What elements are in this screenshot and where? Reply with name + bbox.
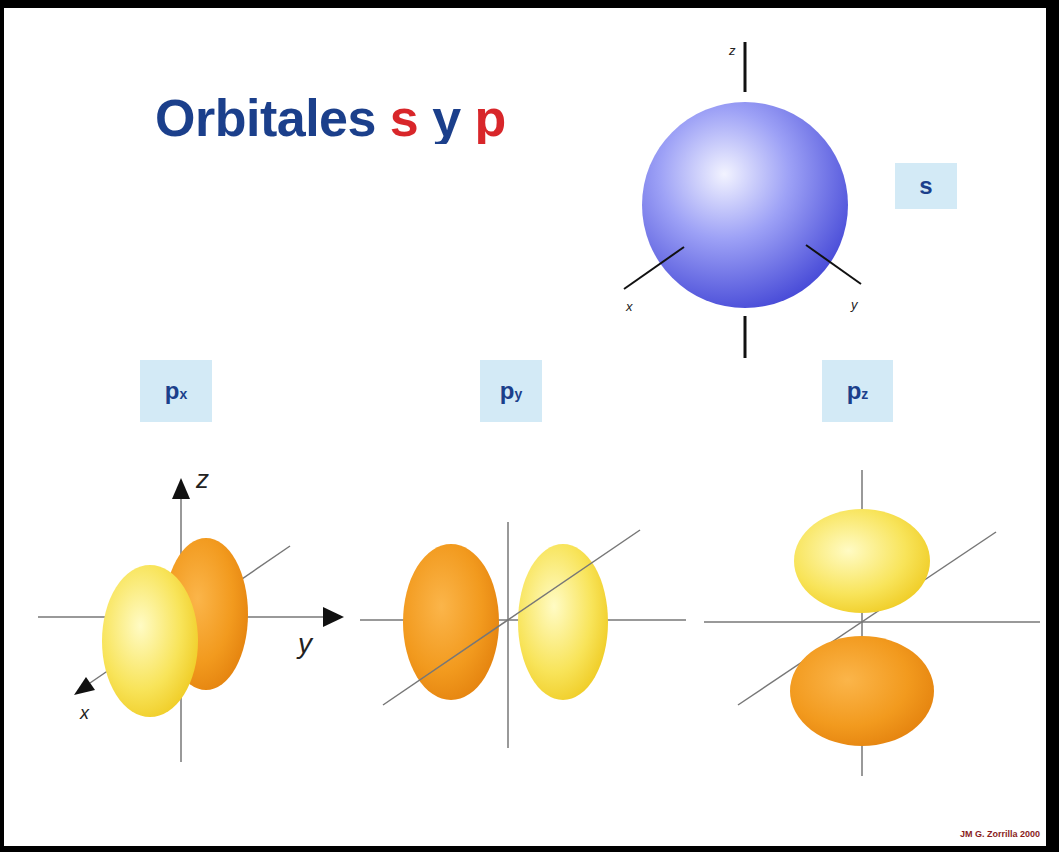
axis-label: x [80,704,89,722]
axis-line [806,245,861,284]
orbital-name: py [500,379,522,403]
axis-line [507,522,509,748]
axis-line [383,530,640,705]
slide-title: Orbitales s y p [155,92,506,144]
axis-label: x [626,300,633,313]
orbital-name: px [165,379,187,403]
orbital-lobe [102,565,198,717]
author-watermark: JM G. Zorrilla 2000 [960,830,1040,839]
axis-label: y [851,298,858,311]
sphere [642,102,848,308]
axis-label: z [729,44,736,57]
axis-line [704,621,1040,623]
orbital-lobe [403,544,499,700]
s-orbital [624,42,861,358]
orbital-tag: s [895,163,957,209]
axis-line [624,247,684,289]
px-orbital [38,478,344,762]
arrowhead [323,607,344,627]
orbital-lobe [790,636,934,746]
orbital-name: pz [847,379,869,403]
pz-orbital [704,470,1040,776]
axis-line [744,316,747,358]
orbital-tag: px [140,360,212,422]
orbital-tag: py [480,360,542,422]
axis-line [744,42,747,92]
orbital-name: s [919,174,932,198]
axis-label: y [298,630,312,658]
orbital-lobe [794,509,930,613]
orbital-lobe [518,544,608,700]
axis-label: z [196,466,209,492]
arrowhead [74,677,95,695]
arrowhead [172,478,190,499]
orbital-tag: pz [822,360,893,422]
py-orbital [360,522,686,748]
